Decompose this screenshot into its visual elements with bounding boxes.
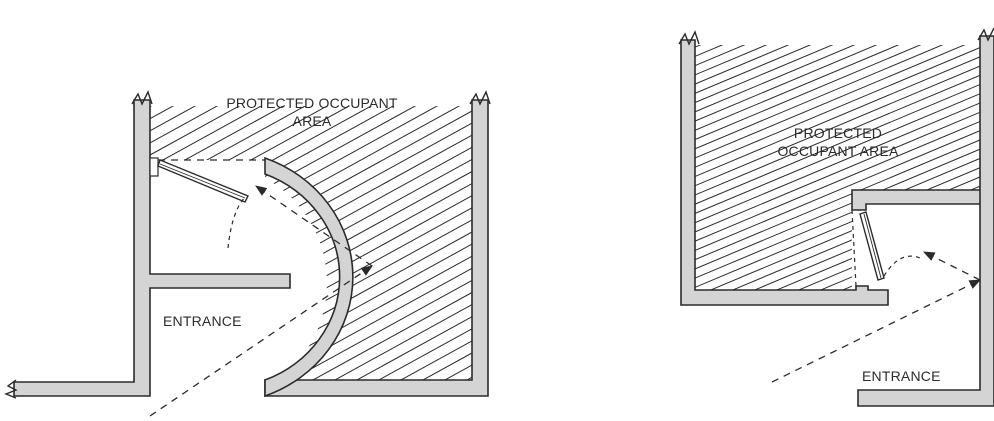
hatch-line <box>150 106 472 388</box>
hatch-line <box>695 45 980 290</box>
hatch-line <box>695 45 980 290</box>
hatch-line <box>364 106 472 388</box>
hatch-line <box>150 106 273 388</box>
hatch-line <box>150 106 185 388</box>
hatch-line <box>150 106 472 388</box>
hatch-line <box>695 45 845 290</box>
right-door-leaf <box>859 211 885 281</box>
hatch-line <box>150 106 472 388</box>
hatch-line <box>150 106 383 388</box>
right-protected-area-hatch <box>695 45 980 290</box>
right-inner-top-wall <box>851 189 991 211</box>
left-area-label-line2: AREA <box>293 113 332 129</box>
hatch-line <box>254 106 472 388</box>
left-right-wall-break-icon <box>469 90 491 106</box>
hatch-line <box>695 45 955 290</box>
left-deflected-path-arrow <box>255 185 373 267</box>
hatch-line <box>695 45 980 290</box>
hatch-line <box>150 106 207 388</box>
left-area-label-line1: PROTECTED OCCUPANT <box>226 95 398 111</box>
hatch-line <box>150 106 405 388</box>
hatch-line <box>695 45 980 290</box>
right-deflected-path-arrow <box>922 251 981 281</box>
hatch-line <box>0 100 140 400</box>
hatch-line <box>698 45 980 290</box>
hatch-line <box>695 45 980 290</box>
hatch-line <box>166 106 472 388</box>
hatch-line <box>720 45 980 290</box>
left-approach-path-arrow <box>149 265 373 417</box>
right-diagram: PROTECTED OCCUPANT AREA ENTRANCE <box>678 27 994 407</box>
hatch-line <box>742 45 980 290</box>
curved-deflector-wall <box>264 156 354 398</box>
left-door-jamb <box>149 157 159 177</box>
hatch-line <box>695 45 911 290</box>
hatch-line <box>893 100 994 400</box>
hatch-line <box>541 100 994 400</box>
hatch-line <box>475 100 994 400</box>
right-door-swing-arc <box>883 255 921 277</box>
hatch-line <box>150 106 229 388</box>
hatch-line <box>150 106 472 388</box>
hatch-line <box>695 45 980 290</box>
hatch-line <box>695 45 713 290</box>
hatch-line <box>695 45 889 290</box>
hatch-line <box>808 45 980 290</box>
hatch-line <box>150 106 472 388</box>
right-left-and-bottom-wall <box>680 39 889 306</box>
right-entrance-label: ENTRANCE <box>862 368 941 384</box>
hatch-line <box>276 106 472 388</box>
left-door-leaf-edge <box>159 163 246 199</box>
hatch-line <box>695 45 980 290</box>
right-outer-wall <box>857 35 994 407</box>
hatch-line <box>830 45 980 290</box>
left-diagram: PROTECTED OCCUPANT AREA ENTRANCE <box>0 90 994 417</box>
hatch-line <box>695 45 980 290</box>
hatch-line <box>150 106 251 388</box>
hatch-line <box>695 45 980 290</box>
hatch-line <box>695 45 823 290</box>
hatch-line <box>519 100 994 400</box>
hatch-line <box>695 45 867 290</box>
hatch-line <box>188 106 472 388</box>
right-area-label-line2: OCCUPANT AREA <box>777 143 899 159</box>
hatch-line <box>452 106 472 388</box>
hatch-line <box>150 106 317 388</box>
right-area-label-line1: PROTECTED <box>794 125 882 141</box>
right-top-left-break-icon <box>678 30 700 46</box>
hatch-line <box>695 45 980 290</box>
hatch-line <box>695 45 980 290</box>
hatch-line <box>695 45 757 290</box>
hatch-line <box>150 106 339 388</box>
hatch-line <box>342 106 472 388</box>
right-top-right-break-icon <box>977 27 994 42</box>
hatch-line <box>695 45 980 290</box>
left-bottom-wall-break-icon <box>4 379 18 399</box>
hatch-line <box>695 45 933 290</box>
left-entrance-label: ENTRANCE <box>163 313 242 329</box>
hatch-line <box>695 45 977 290</box>
hatch-line <box>695 45 735 290</box>
right-doorway-dashed-line <box>851 209 857 287</box>
hatch-line <box>497 100 994 400</box>
left-outer-wall <box>13 99 291 397</box>
hatch-line <box>298 106 472 388</box>
hatch-line <box>695 45 801 290</box>
hatch-line <box>150 106 295 388</box>
hatch-line <box>150 106 361 388</box>
hatch-line <box>695 45 980 290</box>
left-door-swing-arc <box>227 195 247 249</box>
left-top-wall-break-icon <box>131 90 153 106</box>
hatch-line <box>320 106 472 388</box>
hatch-line <box>150 106 472 388</box>
right-door-leaf-edge <box>863 213 882 279</box>
hatch-line <box>695 45 980 290</box>
